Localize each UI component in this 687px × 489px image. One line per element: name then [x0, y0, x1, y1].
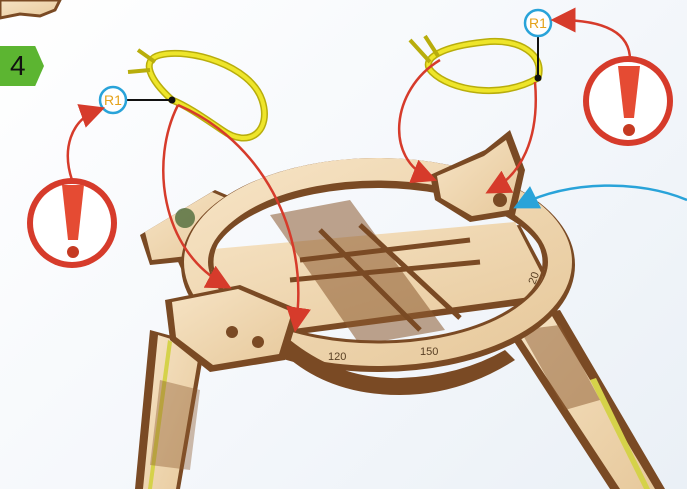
part-label-r1-icon-left: R1 [100, 87, 126, 113]
part-label-r1-icon-right: R1 [525, 10, 551, 36]
rubber-band-icon [128, 50, 264, 138]
wood-fragment-top [0, 0, 60, 18]
part-label-right: R1 [529, 15, 547, 31]
blue-arrow [520, 186, 687, 205]
scale-label-150: 150 [420, 346, 438, 358]
leader-dot-left [169, 97, 176, 104]
part-label-left: R1 [104, 92, 122, 108]
leader-dot-right [535, 75, 542, 82]
rubber-band-icon-right [410, 36, 539, 91]
exclamation-warning-icon-left [27, 178, 117, 268]
scale-label-120: 120 [328, 351, 346, 363]
exclamation-warning-icon-right [583, 56, 673, 146]
